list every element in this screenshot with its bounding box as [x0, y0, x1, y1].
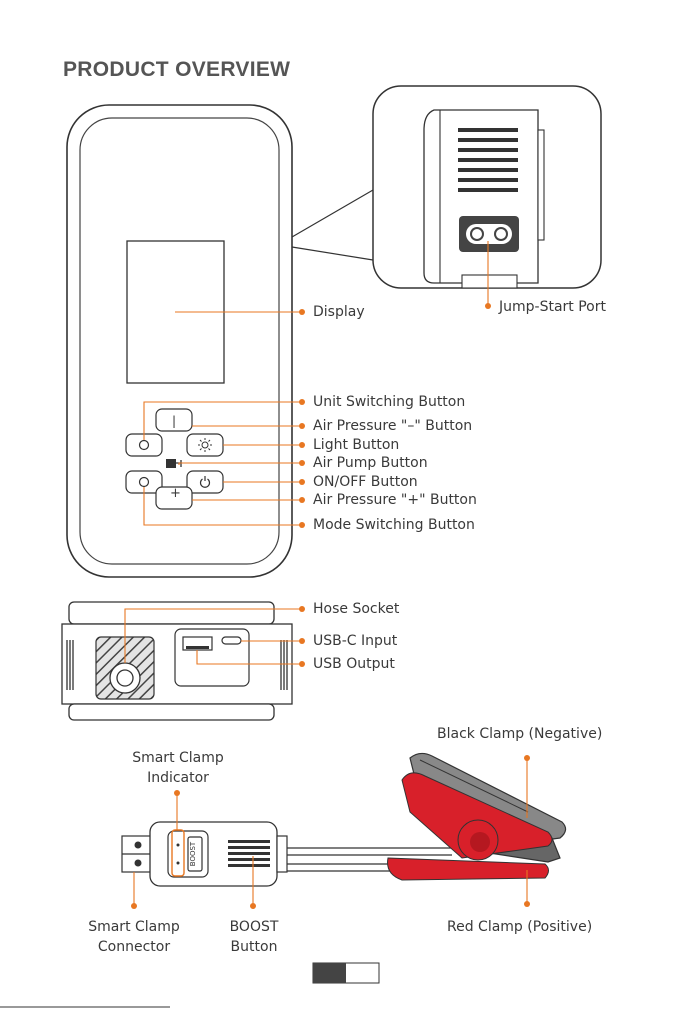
- red-clamp: [387, 772, 553, 881]
- usb-ports: [174, 628, 250, 687]
- label-red-clamp: Red Clamp (Positive): [447, 919, 593, 935]
- label-usb-output: USB Output: [313, 656, 395, 672]
- label-unit-switching-button: Unit Switching Button: [313, 394, 466, 410]
- leader-lines: [124, 241, 528, 906]
- hose-socket: [95, 636, 155, 700]
- label-air-pump-button: Air Pump Button: [313, 455, 428, 471]
- label-jump-start-port: Jump-Start Port: [499, 299, 606, 315]
- label-smart-clamp-connector: Smart Clamp Connector: [88, 919, 180, 955]
- label-black-clamp: Black Clamp (Negative): [437, 726, 603, 742]
- label-air-pressure-plus-button: Air Pressure "+" Button: [313, 492, 477, 508]
- page-title: PRODUCT OVERVIEW: [63, 58, 291, 81]
- label-air-pressure-minus-button: Air Pressure "–" Button: [313, 418, 473, 434]
- label-usb-c-input: USB-C Input: [313, 633, 398, 649]
- air-pressure-plus-icon: +: [170, 486, 181, 501]
- smart-clamp-module: BOOST: [121, 821, 288, 887]
- label-hose-socket: Hose Socket: [313, 601, 400, 617]
- label-smart-clamp-indicator: Smart Clamp Indicator: [132, 750, 224, 786]
- label-boost-button: BOOST Button: [229, 919, 279, 955]
- jump-start-port: [459, 216, 519, 252]
- jump-start-zoom-window: [372, 85, 602, 289]
- leader-dots: [131, 303, 530, 909]
- label-light-button: Light Button: [313, 437, 400, 453]
- keypad: |: [125, 408, 224, 510]
- label-display: Display: [313, 304, 365, 320]
- svg-text:BOOST: BOOST: [189, 841, 197, 866]
- zoom-callout-lines: [291, 189, 374, 261]
- label-mode-switching-button: Mode Switching Button: [313, 517, 475, 533]
- label-on-off-button: ON/OFF Button: [313, 474, 418, 490]
- svg-text:|: |: [172, 414, 176, 428]
